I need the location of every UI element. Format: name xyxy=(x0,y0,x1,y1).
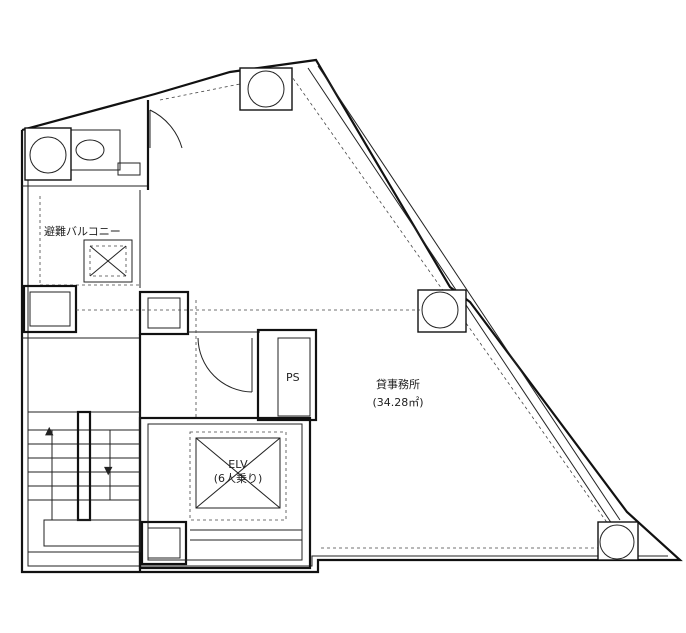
stair-down-arrow: ▼ xyxy=(104,464,113,477)
interior-partitions xyxy=(22,300,420,572)
column-top-left xyxy=(24,127,72,181)
column-middle-right xyxy=(417,289,467,333)
column-square-left xyxy=(22,284,78,334)
ps-shaft xyxy=(256,328,318,422)
ps-label: PS xyxy=(286,371,300,384)
elevator-capacity-label: (6人乗り) xyxy=(213,472,263,485)
column-square-center xyxy=(138,290,190,336)
elevator-shaft xyxy=(138,416,312,570)
stair-up-arrow: ▲ xyxy=(45,424,54,437)
column-bottom-right xyxy=(597,521,639,561)
balcony-label: 避難バルコニー xyxy=(44,225,121,238)
column-square-bottom xyxy=(140,520,188,566)
elevator-name-label: ELV xyxy=(228,458,248,471)
outer-boundary xyxy=(20,58,683,574)
staircase xyxy=(27,410,141,553)
office-name-label: 貸事務所 xyxy=(376,378,420,391)
column-top xyxy=(239,67,293,111)
evacuation-balcony xyxy=(22,100,183,288)
office-area-label: (34.28㎡) xyxy=(372,396,424,409)
toilet-fixture xyxy=(63,129,141,176)
